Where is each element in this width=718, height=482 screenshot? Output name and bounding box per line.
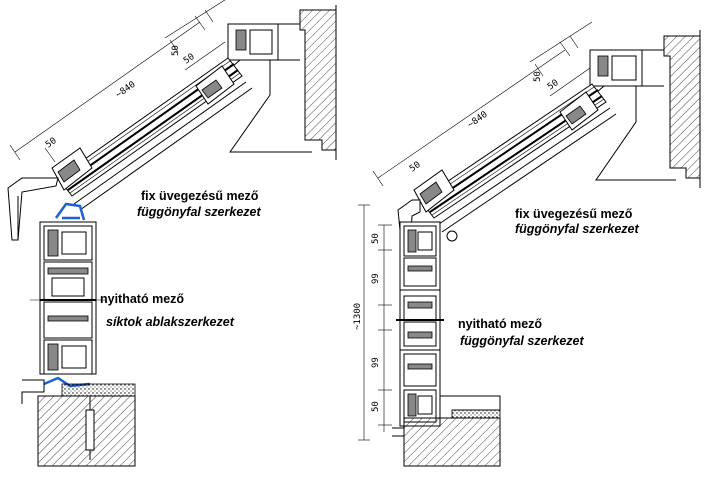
right-label-open-line1: nyitható mező — [458, 317, 542, 331]
right-dim-total: ~1300 — [353, 303, 363, 330]
right-slanted-glazing — [413, 83, 617, 233]
right-dim-v1: 50 — [371, 233, 381, 244]
left-slanted-glazing — [51, 57, 253, 211]
right-label-open-line2: függönyfal szerkezet — [460, 334, 584, 348]
right-detail: 50 50 ~840 50 50 99 ~1300 99 50 — [353, 21, 701, 467]
left-label-fix-line1: fix üvegezésű mező — [141, 189, 259, 203]
right-dim-top-a: 50 — [533, 71, 543, 82]
left-label-fix-line2: függönyfal szerkezet — [137, 205, 261, 219]
left-dim-top-a: 50 — [171, 45, 181, 56]
left-blue-seal-top — [54, 202, 86, 221]
left-top-wall — [299, 9, 337, 151]
right-sill — [451, 409, 501, 419]
left-dim-side: 50 — [44, 136, 59, 150]
right-dim-v4: 50 — [371, 401, 381, 412]
left-label-open-line2: síktok ablakszerkezet — [106, 315, 235, 329]
left-edge-cap — [7, 177, 59, 241]
right-dim-length: ~840 — [466, 110, 490, 131]
left-label-open-line1: nyitható mező — [100, 292, 184, 306]
right-top-wall — [663, 35, 701, 179]
left-sill — [61, 383, 136, 397]
right-dim-v3: 99 — [371, 357, 381, 368]
left-detail: 50 50 ~840 50 — [7, 0, 337, 467]
right-label-fix-line2: függönyfal szerkezet — [515, 222, 639, 236]
left-dim-top-b: 50 — [182, 52, 197, 66]
left-dim-length: ~840 — [114, 80, 138, 101]
left-window-stack — [30, 221, 106, 375]
right-dim-side: 50 — [408, 160, 423, 174]
right-label-fix-line1: fix üvegezésű mező — [515, 207, 633, 221]
right-window-stack — [396, 221, 458, 427]
right-dim-v2: 99 — [371, 273, 381, 284]
right-bottom-wall — [403, 417, 501, 467]
